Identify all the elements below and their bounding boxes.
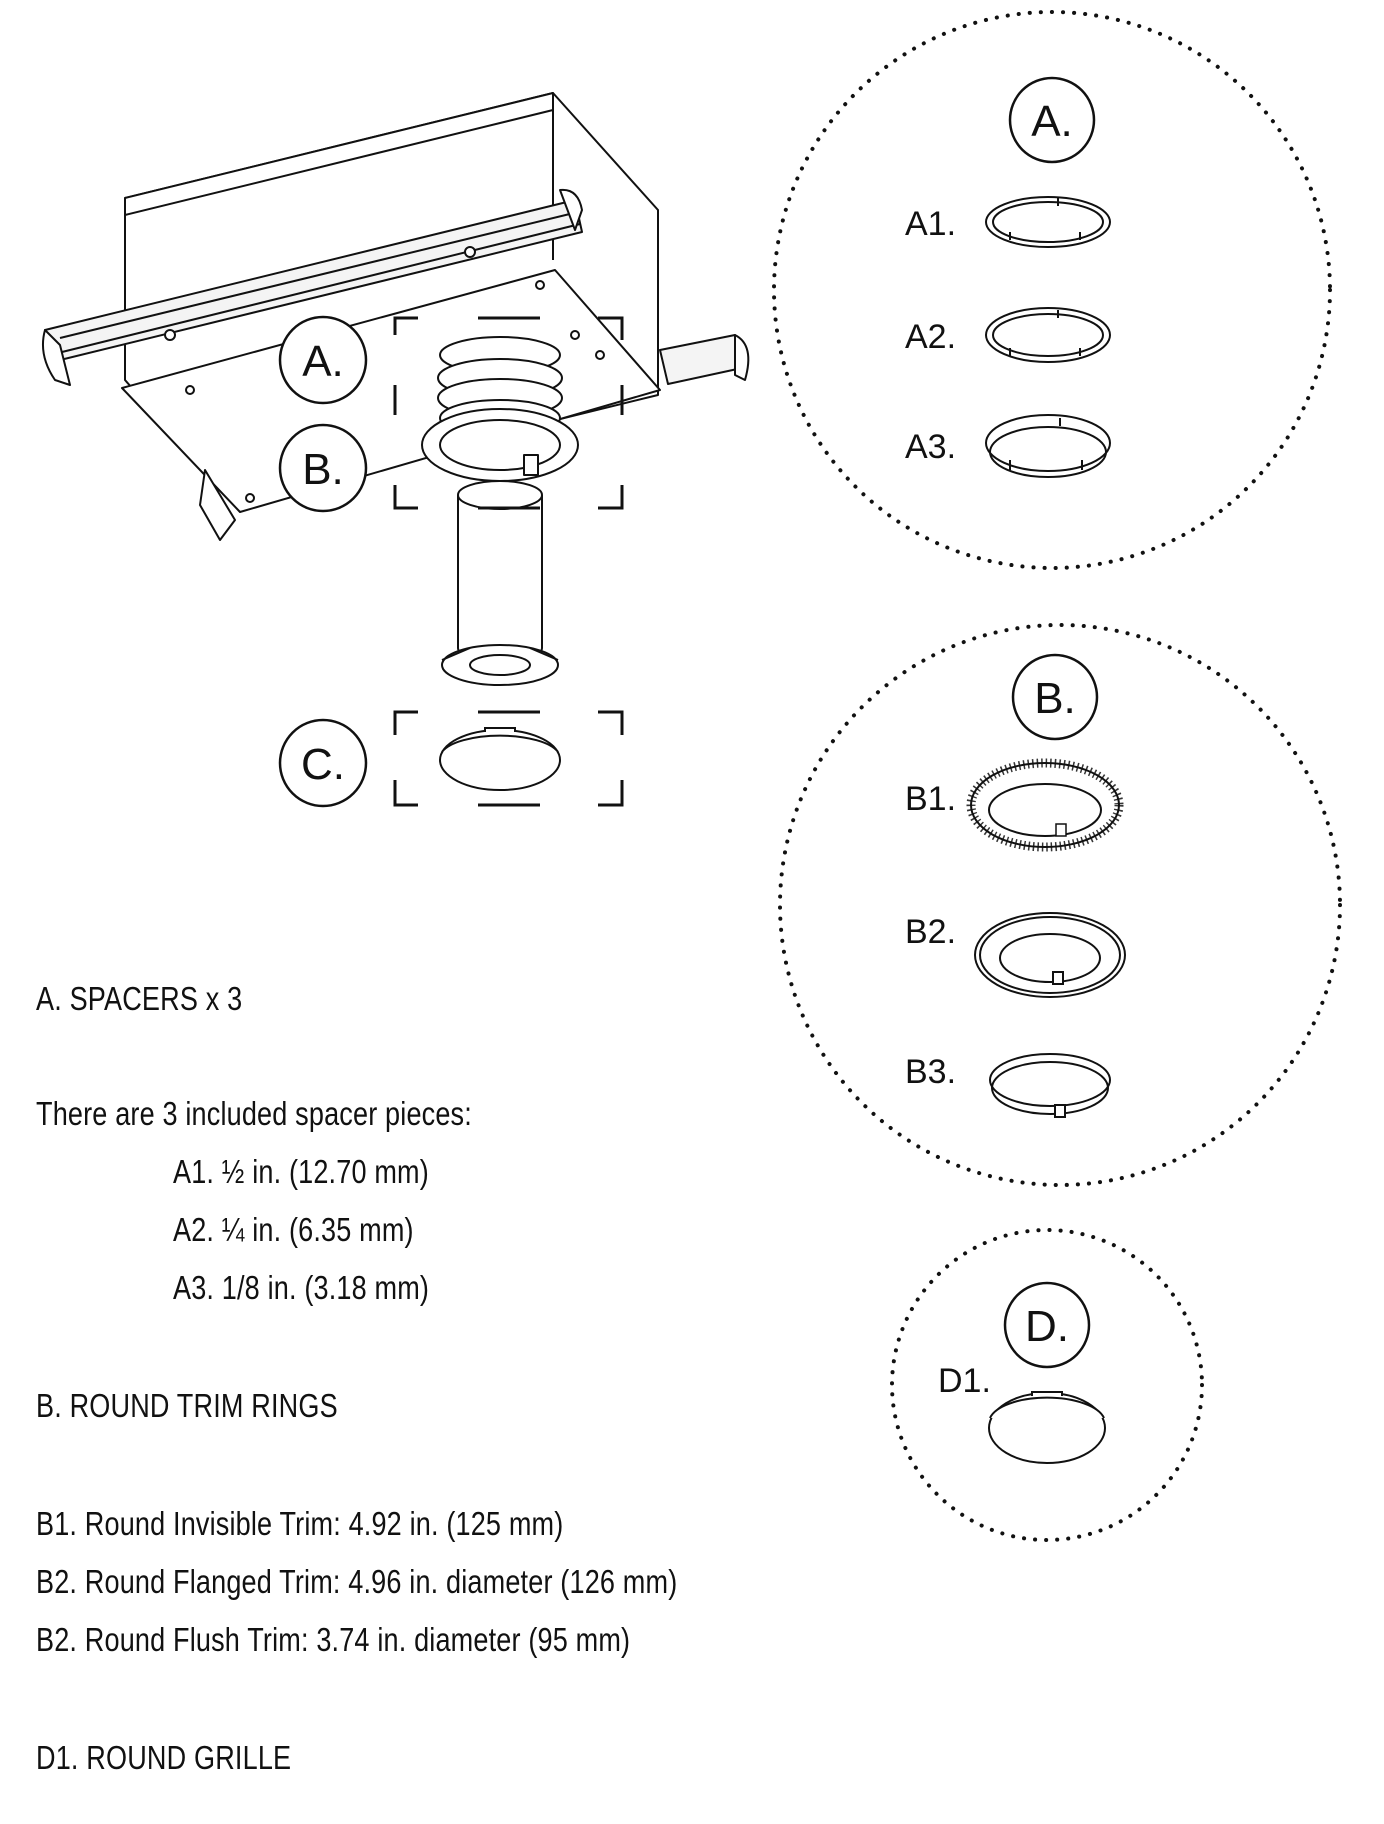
spacer-a2-ring (985, 307, 1111, 363)
spacers-heading: A. SPACERS x 3 (36, 980, 243, 1017)
spacer-a1-spec: A1. ½ in. (12.70 mm) (173, 1153, 429, 1190)
grille-d1-drawing (988, 1391, 1106, 1464)
trim-b3-spec: B2. Round Flush Trim: 3.74 in. diameter … (36, 1621, 631, 1658)
item-a2-label: A2. (905, 318, 956, 356)
group-d-grille: D. D1. (890, 1228, 1204, 1542)
callout-c-main-label: C. (301, 740, 345, 789)
fixture-housing-drawing (42, 92, 750, 686)
callout-a-main-label: A. (302, 337, 344, 386)
trim-b1-spec: B1. Round Invisible Trim: 4.92 in. (125 … (36, 1505, 564, 1542)
spacer-a3-ring (985, 414, 1111, 478)
group-b-trim-rings: B. B1. B2. B3. (778, 623, 1342, 1187)
callout-d-group-label: D. (1025, 1302, 1069, 1351)
grille-heading: D1. ROUND GRILLE (36, 1739, 292, 1776)
callout-b-group-label: B. (1034, 674, 1076, 723)
trim-b2-flanged-ring (974, 912, 1126, 998)
trim-b3-flush-ring (989, 1053, 1111, 1118)
dashed-bracket-ab (393, 316, 624, 510)
item-a3-label: A3. (905, 428, 956, 466)
trim-heading: B. ROUND TRIM RINGS (36, 1387, 338, 1424)
item-a1-label: A1. (905, 205, 956, 243)
spacers-intro: There are 3 included spacer pieces: (36, 1095, 472, 1132)
callout-c-main: C. (278, 718, 368, 808)
trim-b2-spec: B2. Round Flanged Trim: 4.96 in. diamete… (36, 1563, 678, 1600)
item-b3-label: B3. (905, 1053, 956, 1091)
spacer-a3-spec: A3. 1/8 in. (3.18 mm) (173, 1269, 430, 1306)
callout-b-main-label: B. (302, 445, 344, 494)
spacer-a2-spec: A2. ¼ in. (6.35 mm) (173, 1211, 414, 1248)
grille-drawing (439, 727, 561, 791)
spacer-a1-ring (985, 196, 1111, 248)
group-a-spacers: A. A1. A2. A3. (772, 10, 1332, 570)
item-b2-label: B2. (905, 913, 956, 951)
callout-a-group-label: A. (1031, 97, 1073, 146)
callout-b-main: B. (278, 423, 368, 513)
callout-a-main: A. (278, 315, 368, 405)
item-b1-label: B1. (905, 780, 956, 818)
dashed-bracket-c (393, 710, 624, 807)
trim-b1-invisible-ring (966, 758, 1124, 852)
item-d1-label: D1. (938, 1362, 991, 1400)
